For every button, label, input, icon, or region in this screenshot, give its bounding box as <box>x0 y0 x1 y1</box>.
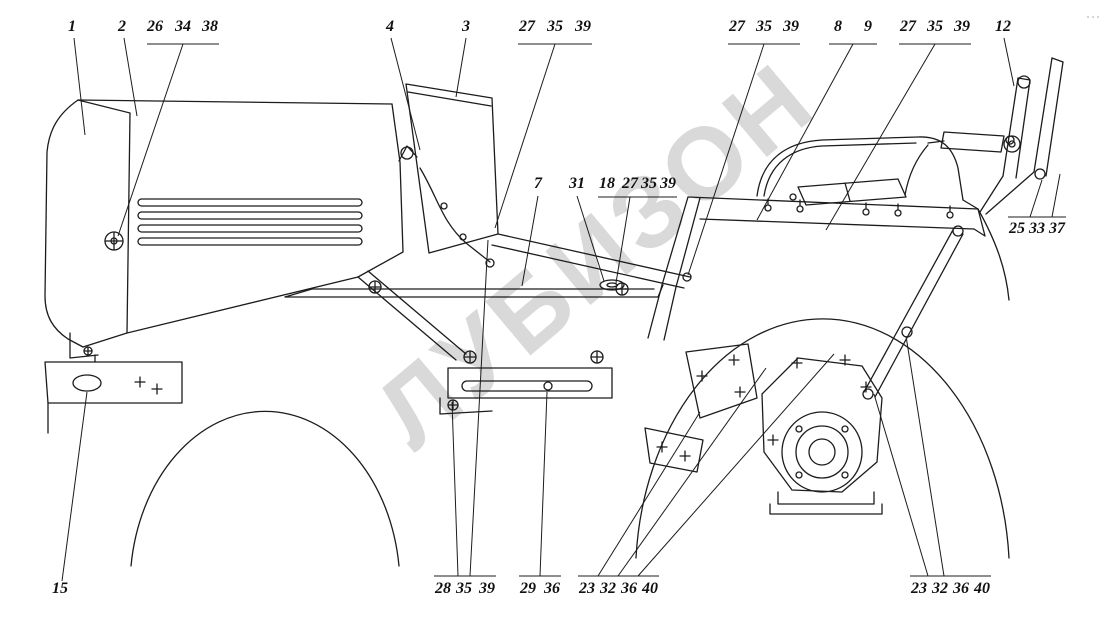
filler-cap <box>104 231 124 251</box>
callout-line <box>494 43 556 229</box>
callout-line <box>905 335 945 577</box>
callout-line <box>1003 37 1015 87</box>
callout-line <box>539 391 548 577</box>
callout-line <box>61 391 88 582</box>
callout-line <box>123 37 138 117</box>
callout-line <box>117 43 184 237</box>
callout-line <box>451 401 459 577</box>
callout-line <box>617 367 767 577</box>
callout-line <box>637 353 835 577</box>
callout-line <box>390 37 421 151</box>
front-frame-plate <box>44 354 183 434</box>
dash-slope <box>357 270 467 361</box>
callout-line <box>597 411 701 577</box>
handrail <box>756 136 964 201</box>
callout-line <box>756 43 854 221</box>
callout-line <box>687 43 765 276</box>
corner-mark <box>1084 5 1099 23</box>
callout-line <box>825 43 936 231</box>
front-wheel-arch <box>130 410 400 567</box>
hood <box>44 99 404 348</box>
rear-body <box>647 178 1010 341</box>
callout-line <box>615 196 631 284</box>
callout-line <box>1051 173 1061 218</box>
drive-assembly <box>644 225 964 515</box>
callout-line <box>73 37 86 136</box>
callout-line <box>1029 179 1043 218</box>
callout-line <box>521 195 539 287</box>
platform-floor <box>284 280 664 364</box>
callout-line <box>576 195 605 282</box>
steering-assembly <box>682 57 1064 282</box>
callout-line <box>873 393 929 577</box>
callout-line <box>455 37 467 98</box>
hood-louvers <box>137 198 363 246</box>
step-board <box>439 367 613 415</box>
front-bracket <box>69 332 99 359</box>
callout-line <box>469 239 489 577</box>
